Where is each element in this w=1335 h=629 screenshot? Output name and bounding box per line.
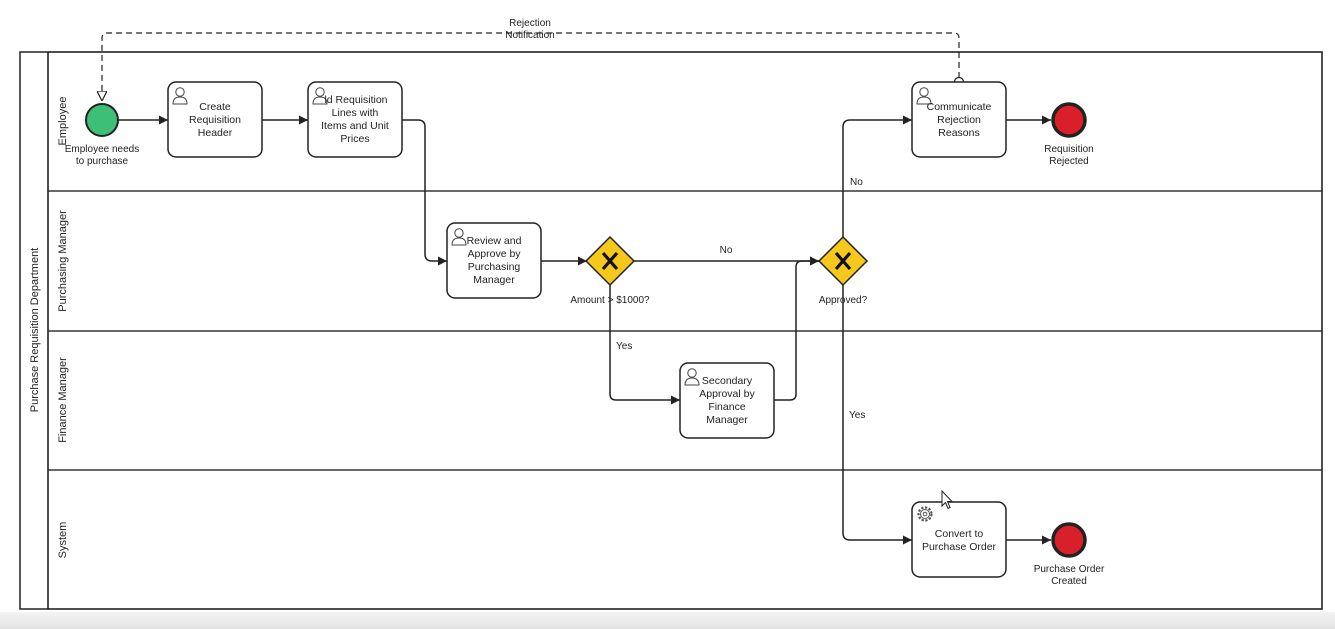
exclusive-x-icon — [601, 251, 619, 271]
task-label-line1: Review and — [467, 235, 522, 247]
task-convert-to-purchase-order[interactable]: Convert to Purchase Order — [911, 501, 1007, 578]
end-created-label-line2: Created — [1051, 576, 1087, 587]
gateway-amount[interactable]: Amount > $1000? — [570, 235, 650, 306]
task-label-line4: Manager — [706, 414, 748, 426]
task-label-line3: Purchasing — [468, 261, 521, 273]
user-icon — [684, 368, 700, 386]
task-label-line2: Approval by — [699, 388, 755, 400]
task-label-line1: Convert to — [935, 528, 984, 540]
task-label-line1: ld Requisition — [324, 94, 387, 106]
message-label-line1: Rejection — [509, 18, 551, 29]
gateway-amount-label: Amount > $1000? — [570, 295, 650, 306]
end-event-created[interactable]: Purchase Order Created — [1034, 522, 1105, 587]
end-rejected-label-line2: Rejected — [1049, 156, 1088, 167]
flow-label-amount-yes: Yes — [616, 341, 632, 352]
task-label-line3: Header — [198, 127, 233, 139]
flow-secondary-to-approved-gateway[interactable] — [774, 256, 819, 401]
task-label-line1: Secondary — [702, 375, 753, 387]
flow-label-amount-no: No — [720, 245, 733, 256]
mouse-cursor-icon — [941, 489, 954, 510]
task-label-line4: Manager — [473, 274, 515, 286]
task-label-line2: Lines with — [332, 107, 379, 119]
flow-label-approved-yes: Yes — [849, 410, 865, 421]
bottom-edge-shadow — [0, 612, 1335, 629]
task-label-line1: Create — [199, 101, 231, 113]
end-event-rejected[interactable]: Requisition Rejected — [1044, 102, 1094, 167]
task-label-line2: Purchase Order — [922, 541, 997, 553]
task-label-line3: Finance — [708, 401, 746, 413]
exclusive-x-icon — [834, 251, 852, 271]
lane-label-finance-manager: Finance Manager — [57, 357, 69, 443]
lane-label-employee: Employee — [57, 97, 69, 146]
end-rejected-label-line1: Requisition — [1044, 144, 1093, 155]
task-label-line3: Reasons — [938, 127, 979, 139]
user-icon — [916, 87, 932, 105]
start-event-label-line1: Employee needs — [65, 144, 140, 155]
flow-add-lines-to-review[interactable] — [402, 119, 447, 266]
flow-approved-no[interactable] — [842, 115, 912, 237]
task-secondary-approval[interactable]: Secondary Approval by Finance Manager — [679, 362, 775, 439]
flow-amount-yes[interactable] — [609, 285, 680, 405]
task-label-line3: Items and Unit — [321, 120, 389, 132]
flow-approved-yes[interactable] — [842, 285, 912, 545]
task-label-line2: Approve by — [467, 248, 521, 260]
flow-label-approved-no: No — [850, 177, 863, 188]
end-created-label-line1: Purchase Order — [1034, 564, 1105, 575]
gateway-approved[interactable]: Approved? — [817, 235, 869, 306]
gear-icon — [917, 506, 933, 522]
user-icon — [451, 228, 467, 246]
lane-system[interactable]: System — [47, 469, 1323, 610]
task-label-line2: Rejection — [937, 114, 981, 126]
user-icon — [312, 87, 328, 105]
start-event-label-line2: to purchase — [76, 156, 129, 167]
task-review-and-approve[interactable]: Review and Approve by Purchasing Manager — [446, 222, 542, 299]
task-label-line1: Communicate — [927, 101, 992, 113]
gateway-approved-label: Approved? — [819, 295, 868, 306]
task-label-line4: Prices — [340, 133, 369, 145]
user-icon — [172, 87, 188, 105]
lane-label-purchasing-manager: Purchasing Manager — [57, 210, 69, 312]
task-add-requisition-lines[interactable]: ld Requisition Lines with Items and Unit… — [307, 81, 403, 158]
task-create-requisition-header[interactable]: Create Requisition Header — [167, 81, 263, 158]
start-event[interactable]: Employee needs to purchase — [65, 103, 140, 167]
message-label-line2: Notification — [505, 30, 554, 41]
task-label-line2: Requisition — [189, 114, 241, 126]
task-communicate-rejection[interactable]: Communicate Rejection Reasons — [911, 81, 1007, 158]
lane-label-system: System — [57, 522, 69, 559]
pool-label: Purchase Requisition Department — [29, 248, 41, 412]
